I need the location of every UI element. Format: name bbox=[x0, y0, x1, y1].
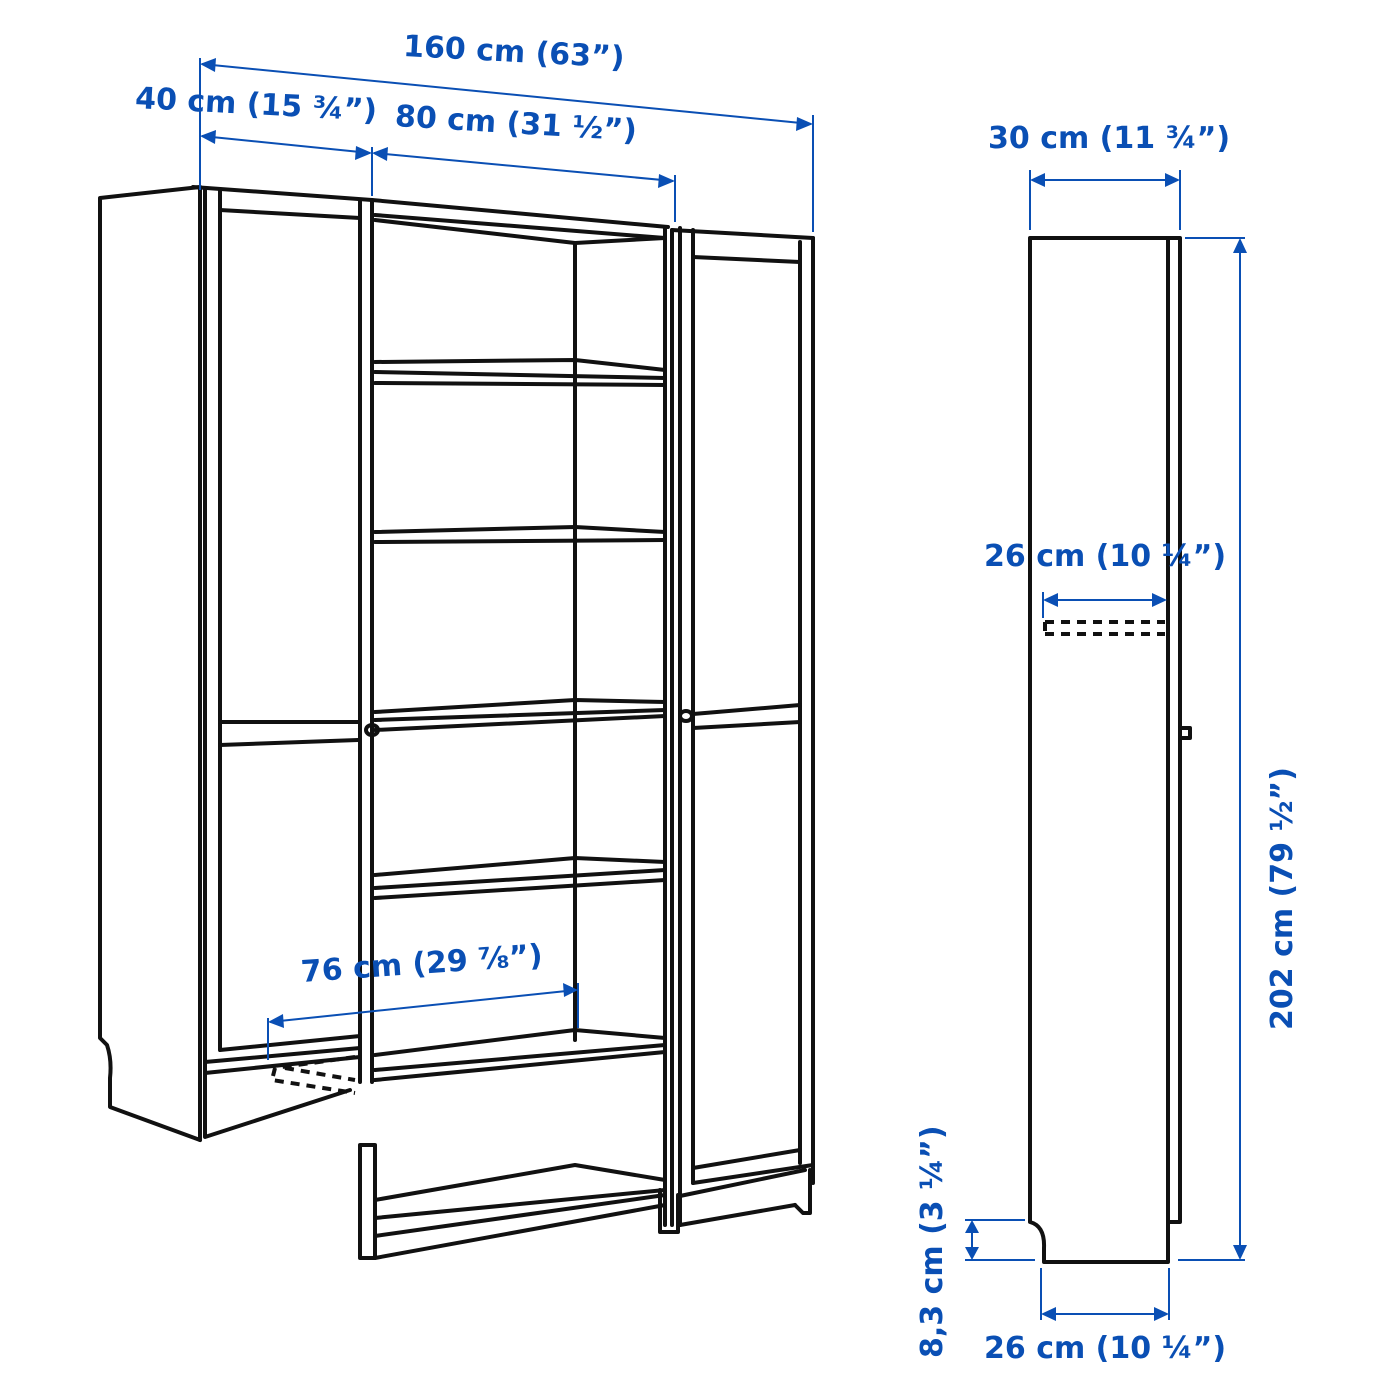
height-label: 202 cm (79 ½”) bbox=[1265, 767, 1300, 1030]
depth-label: 30 cm (11 ¾”) bbox=[988, 121, 1231, 156]
front-view-bookcase bbox=[98, 185, 815, 1260]
shelf-depth-label: 26 cm (10 ¼”) bbox=[984, 539, 1227, 574]
middle-shelves bbox=[373, 358, 667, 1220]
side-view-bookcase bbox=[1028, 236, 1192, 1264]
dimension-lines bbox=[199, 58, 1247, 1321]
base-depth-label: 26 cm (10 ¼”) bbox=[984, 1331, 1227, 1366]
plinth-height-label: 8,3 cm (3 ¼”) bbox=[915, 1125, 950, 1358]
pullout-shelf-outline bbox=[269, 1055, 356, 1095]
